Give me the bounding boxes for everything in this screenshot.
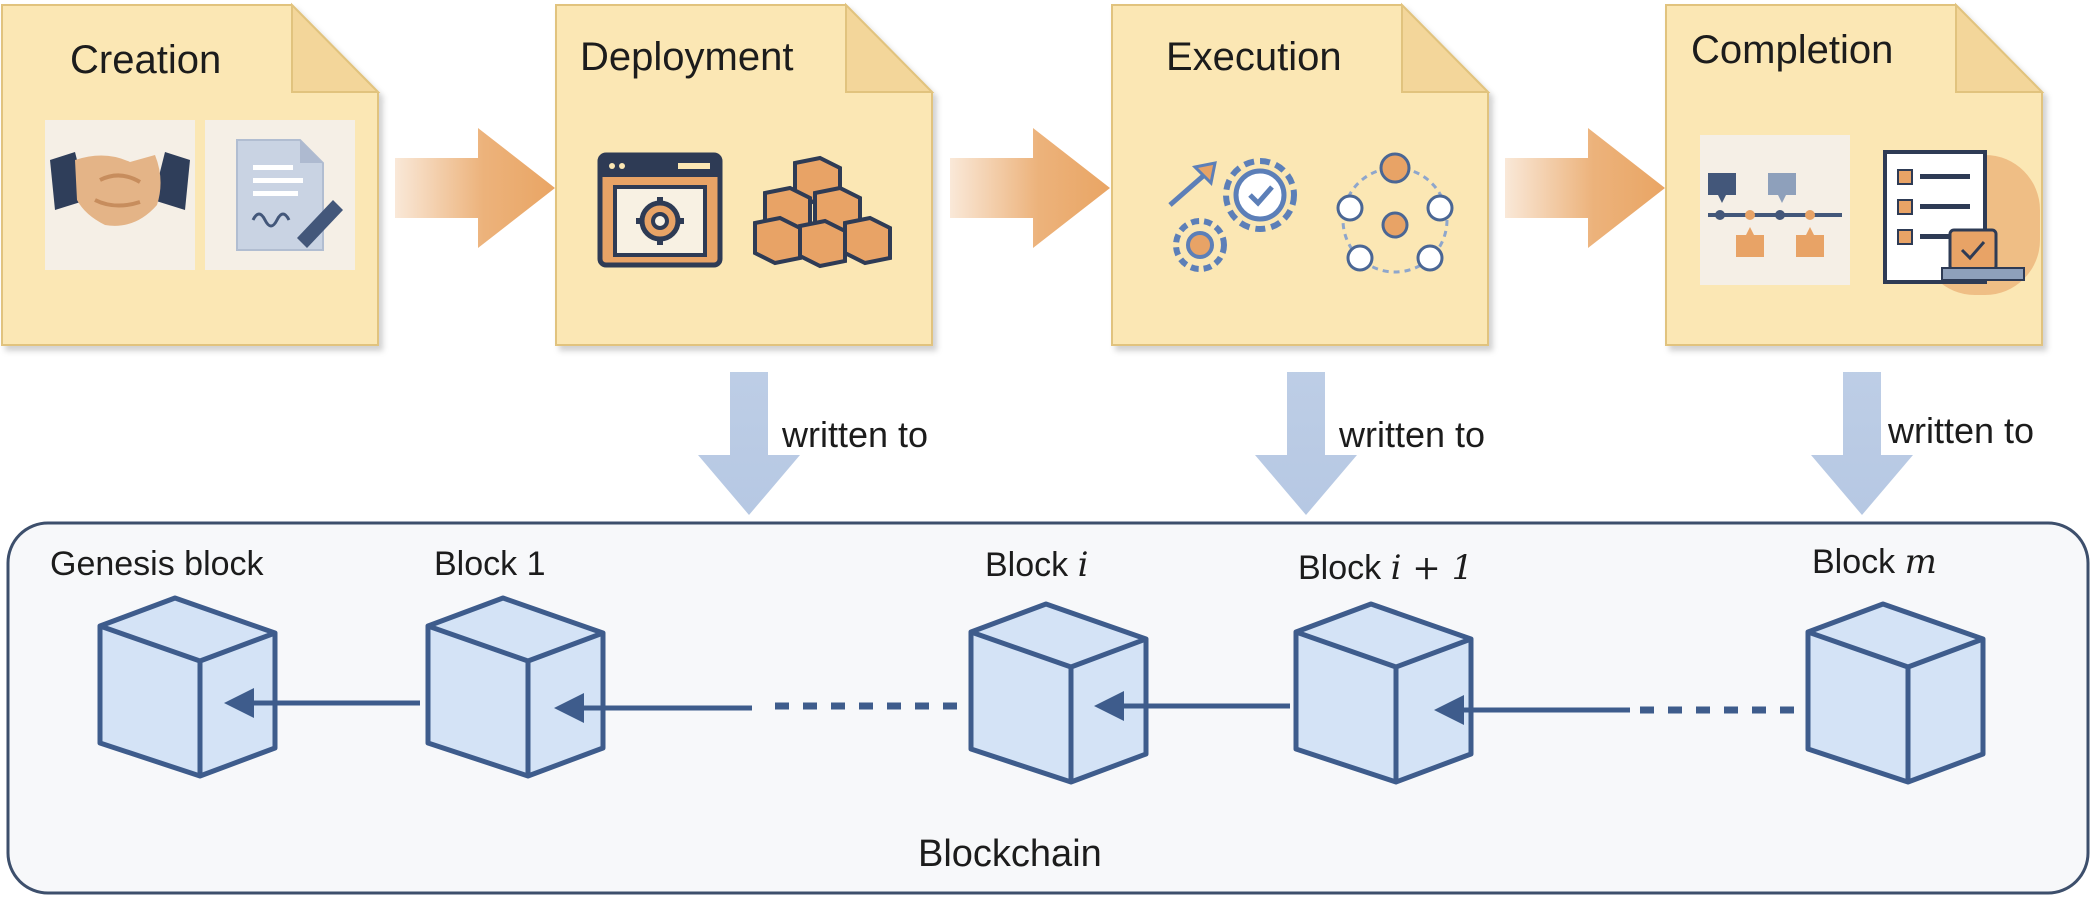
stage-title-creation: Creation [70, 38, 222, 82]
browser-gear-icon [597, 152, 723, 268]
written-to-label-2: written to [1339, 414, 1486, 455]
block-label-m: Block m [1812, 542, 1937, 582]
flow-arrow-3 [1505, 128, 1665, 248]
written-to-label-1: written to [782, 414, 929, 455]
gears-icon [1168, 158, 1297, 272]
down-arrow-2 [1255, 372, 1357, 515]
block-cube-i [968, 601, 1149, 785]
block-cube-i-plus-1 [1293, 601, 1474, 785]
block-label-i: Block i [985, 545, 1089, 585]
stage-title-execution: Execution [1166, 35, 1342, 79]
blockchain-title: Blockchain [918, 833, 1102, 875]
block-cube-m [1805, 601, 1986, 785]
cubes-stack-icon [753, 155, 892, 269]
handshake-icon [45, 120, 195, 270]
flow-arrow-1 [395, 128, 555, 248]
down-arrow-3 [1811, 372, 1913, 515]
down-arrow-1 [698, 372, 800, 515]
stage-title-completion: Completion [1691, 28, 1894, 72]
block-label-i-plus-1: Block i + 1 [1298, 548, 1474, 588]
stage-title-deployment: Deployment [580, 35, 794, 79]
block-cube-genesis [97, 595, 278, 779]
signed-document-icon [205, 120, 355, 270]
checklist-icon [1883, 150, 2040, 295]
timeline-icon [1700, 135, 1850, 285]
block-label-1: Block 1 [434, 545, 546, 583]
block-label-genesis: Genesis block [50, 545, 264, 583]
written-to-label-3: written to [1888, 410, 2035, 451]
flow-arrow-2 [950, 128, 1110, 248]
workflow-network-icon [1336, 152, 1454, 274]
block-cube-1 [425, 595, 606, 779]
stage-execution [1111, 2, 1491, 346]
